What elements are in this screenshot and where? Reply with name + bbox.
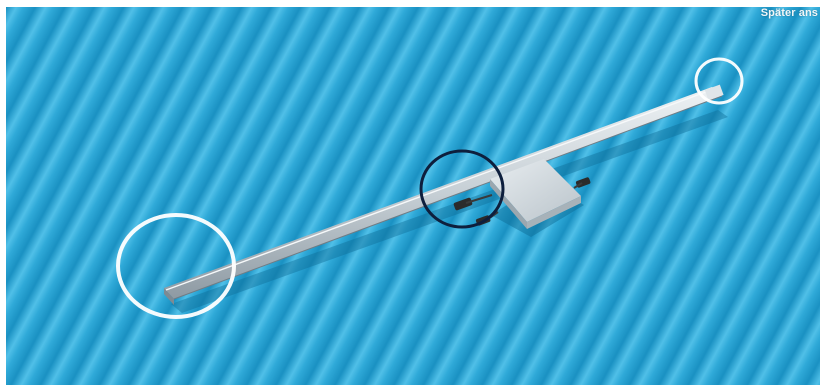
watch-later-label[interactable]: Später ans [761,7,818,20]
roof-scene [6,7,820,385]
video-player[interactable]: Später ans [6,7,820,385]
